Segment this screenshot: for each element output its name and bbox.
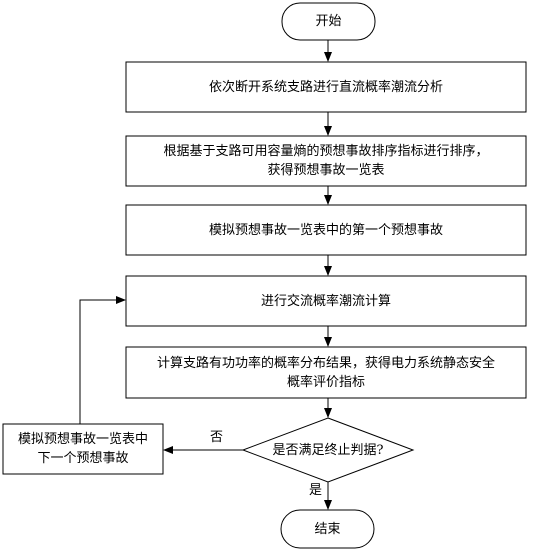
step2-box [125, 135, 527, 187]
step1-text: 依次断开系统支路进行直流概率潮流分析 [208, 79, 443, 95]
step3-box [125, 204, 527, 256]
start-label: 开始 [282, 3, 375, 40]
decision-label: 是否满足终止判据? [243, 418, 413, 482]
step3-label: 模拟预想事故一览表中的第一个预想事故 [126, 205, 526, 255]
step1-box [125, 61, 527, 113]
step2-label: 根据基于支路可用容量熵的预想事故排序指标进行排序， 获得预想事故一览表 [126, 136, 526, 186]
step4-label: 进行交流概率潮流计算 [126, 276, 526, 326]
side-text-line1: 模拟预想事故一览表中 [17, 432, 148, 447]
arrow-loop-back [79, 296, 126, 424]
end-text: 结束 [314, 521, 341, 537]
step4-box [125, 275, 527, 327]
step2-text-line1: 根据基于支路可用容量熵的预想事故排序指标进行排序， [163, 144, 489, 159]
step5-box [125, 346, 527, 399]
step5-text-line1: 计算支路有功功率的概率分布结果，获得电力系统静态安全 [156, 355, 495, 371]
end-terminal [280, 509, 375, 549]
step2-text-line2: 获得预想事故一览表 [267, 163, 385, 178]
decision-text: 是否满足终止判据? [272, 442, 384, 458]
start-text: 开始 [315, 14, 342, 29]
side-text-line2: 下一个预想事故 [37, 451, 129, 466]
step3-text: 模拟预想事故一览表中的第一个预想事故 [208, 222, 443, 238]
step4-text: 进行交流概率潮流计算 [260, 293, 391, 309]
side-label: 模拟预想事故一览表中 下一个预想事故 [3, 424, 163, 474]
step1-label: 依次断开系统支路进行直流概率潮流分析 [126, 62, 526, 112]
yes-edge-label: 是 [309, 483, 323, 498]
side-box [2, 423, 164, 475]
end-label: 结束 [281, 510, 374, 548]
no-edge-label: 否 [210, 430, 224, 445]
step5-label: 计算支路有功功率的概率分布结果，获得电力系统静态安全 概率评价指标 [126, 347, 526, 398]
step5-text-line2: 概率评价指标 [286, 374, 365, 390]
